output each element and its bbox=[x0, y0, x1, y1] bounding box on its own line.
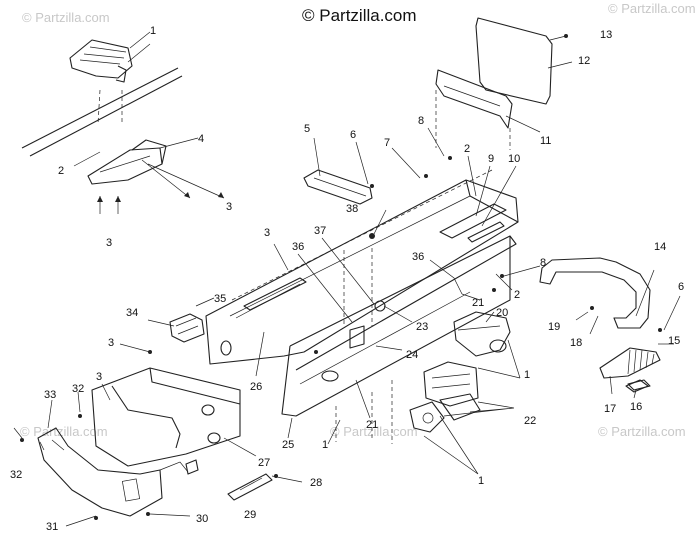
callout-17: 17 bbox=[604, 403, 616, 415]
callout-25: 25 bbox=[282, 439, 294, 451]
callout-2: 2 bbox=[514, 289, 520, 301]
callout-16: 16 bbox=[630, 401, 642, 413]
watermark-bottom-right: © Partzilla.com bbox=[598, 424, 686, 439]
callout-labels: 1 2 4 3 3 5 6 7 8 2 9 10 11 12 13 3 38 3… bbox=[10, 25, 684, 533]
callout-27: 27 bbox=[258, 457, 270, 469]
callout-23: 23 bbox=[416, 321, 428, 333]
callout-1: 1 bbox=[478, 475, 484, 487]
callout-20: 20 bbox=[496, 307, 508, 319]
callout-3: 3 bbox=[96, 371, 102, 383]
watermark-mid: © Partzilla.com bbox=[330, 424, 418, 439]
callout-5: 5 bbox=[304, 123, 310, 135]
lower-support-3 bbox=[91, 367, 241, 475]
strip-29 bbox=[227, 473, 273, 501]
tunnel-assembly bbox=[205, 169, 519, 444]
callout-31: 31 bbox=[46, 521, 58, 533]
callout-29: 29 bbox=[244, 509, 256, 521]
callout-1: 1 bbox=[150, 25, 156, 37]
callout-32: 32 bbox=[10, 469, 22, 481]
callout-28: 28 bbox=[310, 477, 322, 489]
callout-34: 34 bbox=[126, 307, 138, 319]
callout-3: 3 bbox=[264, 227, 270, 239]
callout-30: 30 bbox=[196, 513, 208, 525]
callout-1: 1 bbox=[322, 439, 328, 451]
callout-6: 6 bbox=[350, 129, 356, 141]
skid-31 bbox=[37, 427, 189, 517]
callout-3: 3 bbox=[106, 237, 112, 249]
callout-7: 7 bbox=[384, 137, 390, 149]
callout-15: 15 bbox=[668, 335, 680, 347]
callout-2: 2 bbox=[464, 143, 470, 155]
leader-lines bbox=[13, 31, 681, 527]
callout-35: 35 bbox=[214, 293, 226, 305]
callout-4: 4 bbox=[198, 133, 204, 145]
callout-2: 2 bbox=[58, 165, 64, 177]
callout-37: 37 bbox=[314, 225, 326, 237]
foot-bracket-17 bbox=[599, 347, 661, 391]
callout-33: 33 bbox=[44, 389, 56, 401]
page-title: © Partzilla.com bbox=[302, 6, 417, 25]
callout-22: 22 bbox=[524, 415, 536, 427]
callout-11: 11 bbox=[540, 135, 551, 147]
watermark-top-left: © Partzilla.com bbox=[22, 10, 110, 25]
callout-38: 38 bbox=[346, 203, 358, 215]
callout-18: 18 bbox=[570, 337, 582, 349]
callout-13: 13 bbox=[600, 29, 612, 41]
callout-21: 21 bbox=[366, 419, 378, 431]
callout-32: 32 bbox=[72, 383, 84, 395]
callout-9: 9 bbox=[488, 153, 494, 165]
callout-6: 6 bbox=[678, 281, 684, 293]
mount-bracket-4 bbox=[87, 139, 225, 214]
callout-21: 21 bbox=[472, 297, 484, 309]
callout-26: 26 bbox=[250, 381, 262, 393]
callout-36: 36 bbox=[292, 241, 304, 253]
bracket-34 bbox=[169, 313, 205, 343]
callout-19: 19 bbox=[548, 321, 560, 333]
bracket-11 bbox=[435, 69, 513, 150]
hardware-dots bbox=[20, 34, 662, 520]
plate-12 bbox=[475, 17, 553, 105]
callout-24: 24 bbox=[406, 349, 418, 361]
callout-3: 3 bbox=[108, 337, 114, 349]
bumper-14 bbox=[539, 257, 651, 329]
callout-8: 8 bbox=[540, 257, 546, 269]
pad-16 bbox=[625, 379, 649, 393]
callout-3: 3 bbox=[226, 201, 232, 213]
watermark-top-right: © Partzilla.com bbox=[608, 1, 696, 16]
callout-1: 1 bbox=[524, 369, 530, 381]
callout-14: 14 bbox=[654, 241, 666, 253]
brackets-22 bbox=[409, 361, 481, 433]
callout-12: 12 bbox=[578, 55, 590, 67]
callout-36: 36 bbox=[412, 251, 424, 263]
callout-10: 10 bbox=[508, 153, 520, 165]
rail-5 bbox=[303, 169, 373, 205]
callout-8: 8 bbox=[418, 115, 424, 127]
upper-bracket-assembly bbox=[21, 39, 183, 157]
block-20 bbox=[453, 311, 511, 357]
